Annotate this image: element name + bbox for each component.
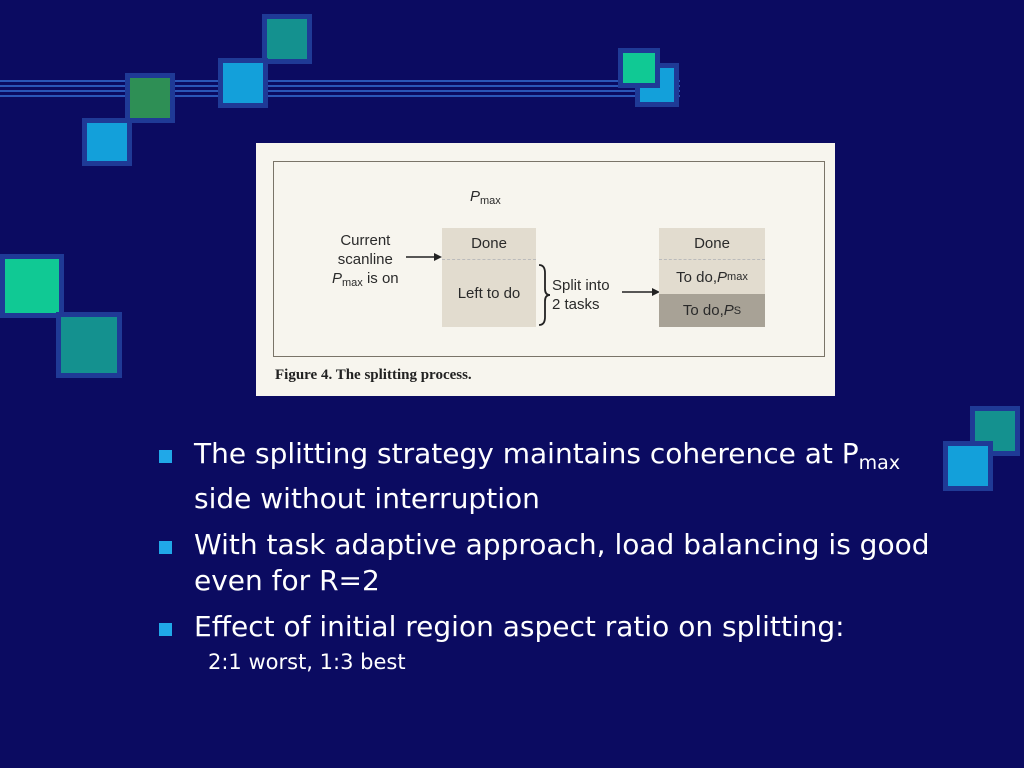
decor-square bbox=[82, 118, 132, 166]
bullet-item: Effect of initial region aspect ratio on… bbox=[156, 609, 936, 645]
bullet-list: The splitting strategy maintains coheren… bbox=[156, 436, 936, 675]
bullet-marker bbox=[159, 450, 172, 463]
decor-square bbox=[262, 14, 312, 64]
decor-square bbox=[0, 254, 64, 318]
decor-square bbox=[943, 441, 993, 491]
decor-square bbox=[218, 58, 268, 108]
left-done-box: Done bbox=[442, 228, 536, 260]
right-done-box: Done bbox=[659, 228, 765, 260]
arrow-icon bbox=[622, 288, 660, 296]
bullet-item: The splitting strategy maintains coheren… bbox=[156, 436, 936, 517]
figure-frame bbox=[273, 161, 825, 357]
figure-caption: Figure 4. The splitting process. bbox=[275, 367, 472, 383]
current-scanline-label: Current scanline Pmax is on bbox=[332, 232, 399, 289]
decor-square bbox=[618, 48, 660, 88]
decor-line bbox=[0, 95, 680, 97]
bullet-marker bbox=[159, 541, 172, 554]
bullet-marker bbox=[159, 623, 172, 636]
decor-square bbox=[56, 312, 122, 378]
pmax-label: Pmax bbox=[470, 188, 501, 207]
split-label: Split into 2 tasks bbox=[552, 277, 610, 313]
decor-line bbox=[0, 90, 680, 92]
splitting-figure: Pmax Current scanline Pmax is on Done Le… bbox=[256, 143, 835, 396]
arrow-icon bbox=[406, 253, 442, 261]
decor-line bbox=[0, 85, 680, 87]
decor-line bbox=[0, 80, 680, 82]
brace-icon bbox=[538, 264, 551, 326]
bullet-item: With task adaptive approach, load balanc… bbox=[156, 527, 936, 599]
sub-bullet: 2:1 worst, 1:3 best bbox=[208, 650, 406, 674]
decor-square bbox=[125, 73, 175, 123]
left-todo-box: Left to do bbox=[442, 260, 536, 327]
